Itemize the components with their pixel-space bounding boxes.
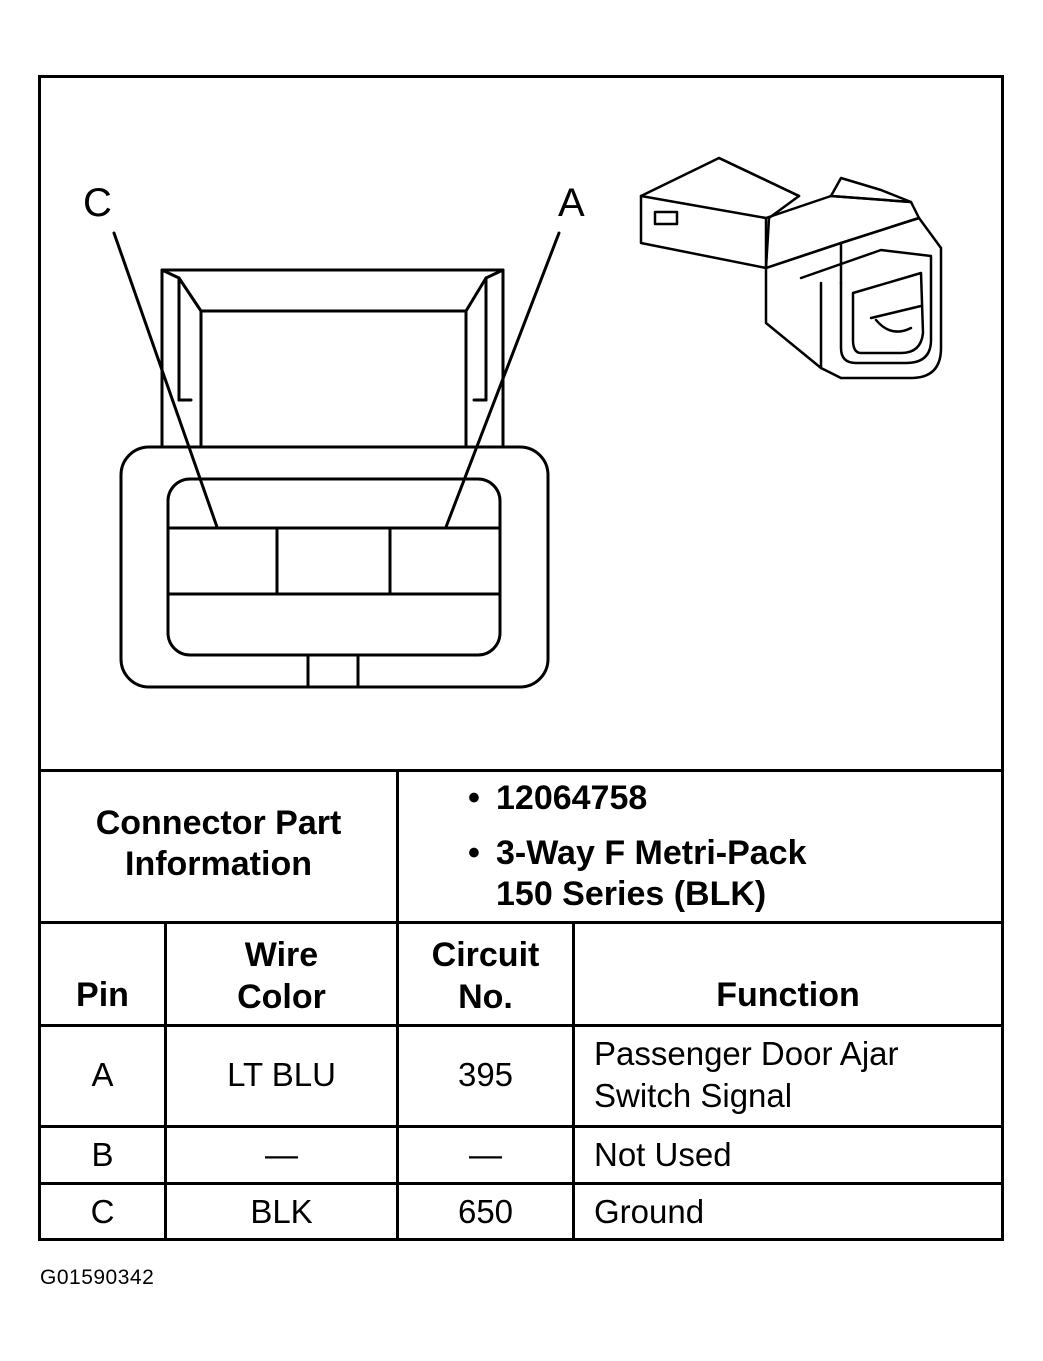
row-a-wire-color: LT BLU — [227, 1056, 336, 1093]
divider — [41, 1125, 1001, 1128]
row-b-circuit: — — [469, 1136, 502, 1173]
divider — [41, 1024, 1001, 1027]
row-a-pin: A — [91, 1056, 114, 1093]
leader-line-c — [112, 231, 219, 529]
pin-label-a: A — [558, 181, 585, 225]
divider — [164, 921, 167, 1238]
divider — [41, 921, 1001, 924]
connector-isometric-view — [639, 156, 943, 380]
row-b-function: Not Used — [594, 1136, 732, 1173]
header-wire-color: Wire Color — [237, 936, 326, 1016]
leader-line-a — [444, 231, 561, 529]
divider — [41, 769, 1001, 772]
row-c-function: Ground — [594, 1193, 705, 1230]
divider — [572, 921, 575, 1238]
part-info-label: Connector Part Information — [95, 804, 342, 883]
part-number: • 12064758 — [468, 779, 648, 817]
connector-description: • 3-Way F Metri-Pack 150 Series (BLK) — [468, 834, 807, 913]
row-a-circuit: 395 — [457, 1056, 514, 1093]
connector-drawing: C A — [83, 156, 943, 689]
figure-id: G01590342 — [40, 1266, 155, 1289]
divider — [396, 769, 399, 1238]
connector-diagram-frame: C A Connector Part Information • 1206475… — [38, 75, 1004, 1241]
row-c-pin: C — [90, 1193, 115, 1230]
row-c-circuit: 650 — [457, 1193, 514, 1230]
row-a-function: Passenger Door Ajar Switch Signal — [594, 1035, 899, 1114]
divider — [41, 1182, 1001, 1185]
row-b-pin: B — [91, 1136, 114, 1173]
row-c-wire-color: BLK — [250, 1193, 313, 1230]
pin-label-c: C — [83, 181, 112, 225]
header-function: Function — [716, 976, 860, 1014]
header-circuit-no: Circuit No. — [431, 936, 540, 1016]
row-b-wire-color: — — [265, 1136, 298, 1173]
part-info-values: • 12064758 • 3-Way F Metri-Pack 150 Seri… — [431, 778, 991, 918]
header-pin: Pin — [76, 976, 129, 1014]
connector-front-view — [112, 231, 561, 689]
